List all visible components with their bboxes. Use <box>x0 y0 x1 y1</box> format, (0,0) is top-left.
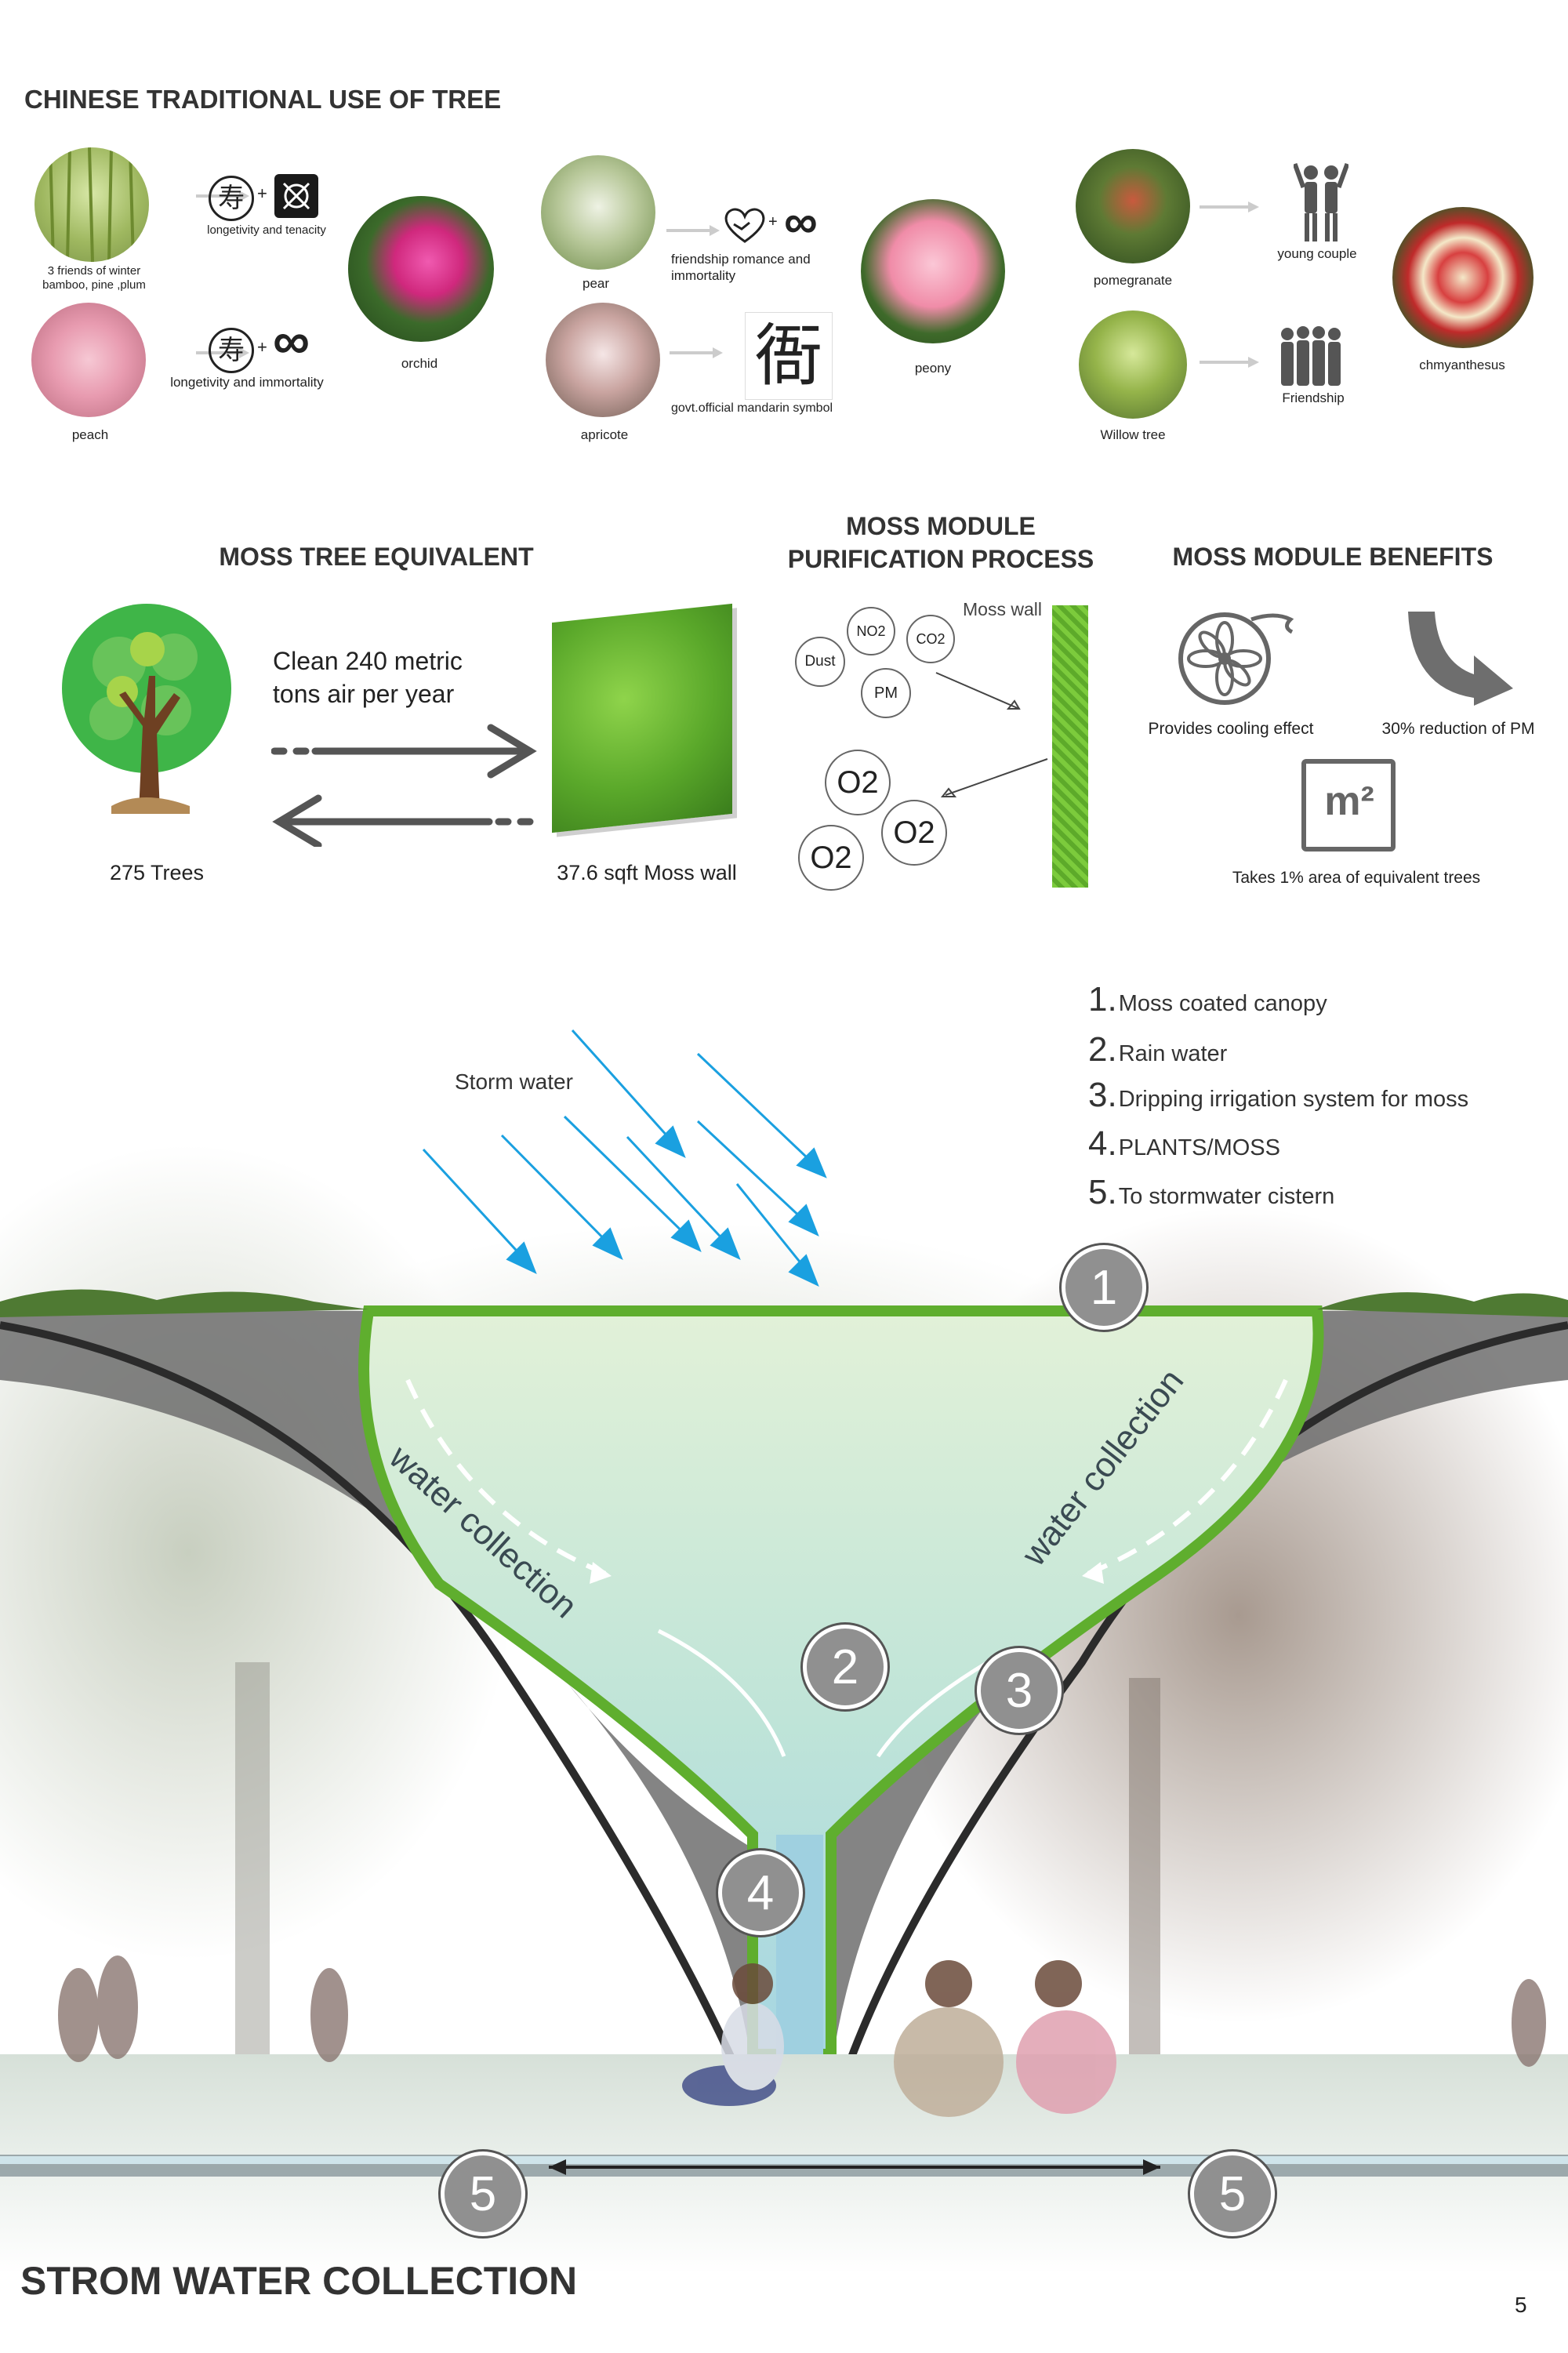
storm-water-collection-title: STROM WATER COLLECTION <box>20 2259 578 2303</box>
legend-item-5: 5.To stormwater cistern <box>1088 1173 1335 1211</box>
purification-title: MOSS MODULE PURIFICATION PROCESS <box>787 512 1094 573</box>
particle-co2: CO2 <box>906 615 955 663</box>
plus-icon: + <box>257 183 267 203</box>
infinity-icon: ∞ <box>273 311 310 369</box>
legend-item-4: 4.PLANTS/MOSS <box>1088 1124 1280 1163</box>
longevity-immortality-label: longetivity and immortality <box>170 375 324 390</box>
benefits-title: MOSS MODULE BENEFITS <box>1172 543 1494 571</box>
marker-1: 1 <box>1062 1245 1146 1330</box>
plus-icon: + <box>257 337 267 357</box>
young-couple-icon <box>1294 162 1348 241</box>
bamboo-stalks-icon <box>49 147 135 262</box>
area-square-icon: m² <box>1301 759 1396 852</box>
willow-image <box>1079 310 1187 419</box>
marker-4: 4 <box>718 1850 803 1935</box>
bamboo-image <box>34 147 149 262</box>
particle-dust: Dust <box>795 637 845 687</box>
bamboo-label: 3 friends of winter bamboo, pine ,plum <box>42 264 146 292</box>
traditional-title: CHINESE TRADITIONAL USE OF TREE <box>24 85 502 114</box>
clean-air-text: Clean 240 metric tons air per year <box>273 647 463 708</box>
legend-item-3: 3.Dripping irrigation system for moss <box>1088 1076 1469 1114</box>
area-label: Takes 1% area of equivalent trees <box>1232 869 1481 887</box>
govt-symbol-label: govt.official mandarin symbol <box>671 401 833 415</box>
marker-5-left: 5 <box>441 2151 525 2236</box>
chmyanthesus-image <box>1392 207 1534 348</box>
friendship-romance-label: friendship romance and immortality <box>671 252 811 283</box>
longevity-symbol-icon: 寿 <box>209 328 254 373</box>
tenacity-symbol-icon <box>274 174 318 218</box>
moss-wall-label: 37.6 sqft Moss wall <box>557 861 737 884</box>
apricote-label: apricote <box>580 427 629 442</box>
peach-image <box>31 303 146 417</box>
oxygen-bubble: O2 <box>825 750 891 815</box>
exchange-arrows-icon <box>271 724 537 847</box>
young-couple-label: young couple <box>1277 246 1357 261</box>
arrow-right-icon <box>1200 357 1259 368</box>
oxygen-bubble: O2 <box>881 800 947 866</box>
arrow-from-wall-icon <box>940 758 1048 797</box>
particle-pm: PM <box>861 668 911 718</box>
oxygen-bubble: O2 <box>798 825 864 891</box>
arrow-right-icon <box>666 225 720 236</box>
moss-wall-small-label: Moss wall <box>963 599 1042 619</box>
moss-tree-equivalent-title: MOSS TREE EQUIVALENT <box>219 543 534 571</box>
cooling-label: Provides cooling effect <box>1148 720 1314 738</box>
marker-2: 2 <box>803 1625 887 1709</box>
cooling-fan-icon <box>1178 612 1294 705</box>
tree-icon <box>62 604 231 814</box>
pomegranate-image <box>1076 149 1190 263</box>
peach-label: peach <box>71 427 109 442</box>
arrow-right-icon <box>1200 202 1259 212</box>
longevity-symbol-icon: 寿 <box>209 176 254 221</box>
pear-label: pear <box>582 276 610 291</box>
longevity-tenacity-label: longetivity and tenacity <box>207 223 326 237</box>
friendship-label: Friendship <box>1282 390 1345 405</box>
orchid-label: orchid <box>401 356 438 371</box>
pear-image <box>541 155 655 270</box>
pm-reduction-label: 30% reduction of PM <box>1381 720 1535 738</box>
storm-water-label: Storm water <box>455 1069 573 1094</box>
reduction-arrow-icon <box>1408 612 1513 706</box>
particle-no2: NO2 <box>847 607 895 655</box>
orchid-image <box>348 196 494 342</box>
moss-wall-panel <box>552 603 732 833</box>
trees-label: 275 Trees <box>109 861 205 884</box>
willow-label: Willow tree <box>1100 427 1166 442</box>
handshake-heart-icon <box>724 208 765 243</box>
marker-5-right: 5 <box>1190 2151 1275 2236</box>
chmyanthesus-label: chmyanthesus <box>1419 358 1505 372</box>
legend-item-1: 1.Moss coated canopy <box>1088 980 1327 1019</box>
official-symbol-icon: 衙 <box>745 312 833 400</box>
peony-label: peony <box>914 361 952 376</box>
arrow-right-icon <box>670 347 723 358</box>
page-number: 5 <box>1515 2293 1527 2317</box>
arrow-to-wall-icon <box>935 672 1021 710</box>
infinity-icon: ∞ <box>784 195 818 248</box>
moss-wall-strip <box>1052 605 1088 888</box>
storm-water-arrows <box>422 1029 827 1287</box>
apricote-image <box>546 303 660 417</box>
peony-image <box>861 199 1005 343</box>
marker-3: 3 <box>977 1648 1062 1733</box>
plus-icon: + <box>768 213 778 231</box>
pomegranate-label: pomegranate <box>1093 273 1173 288</box>
area-icon-text: m² <box>1324 779 1374 824</box>
friendship-group-icon <box>1281 326 1341 386</box>
legend-item-2: 2.Rain water <box>1088 1030 1228 1069</box>
